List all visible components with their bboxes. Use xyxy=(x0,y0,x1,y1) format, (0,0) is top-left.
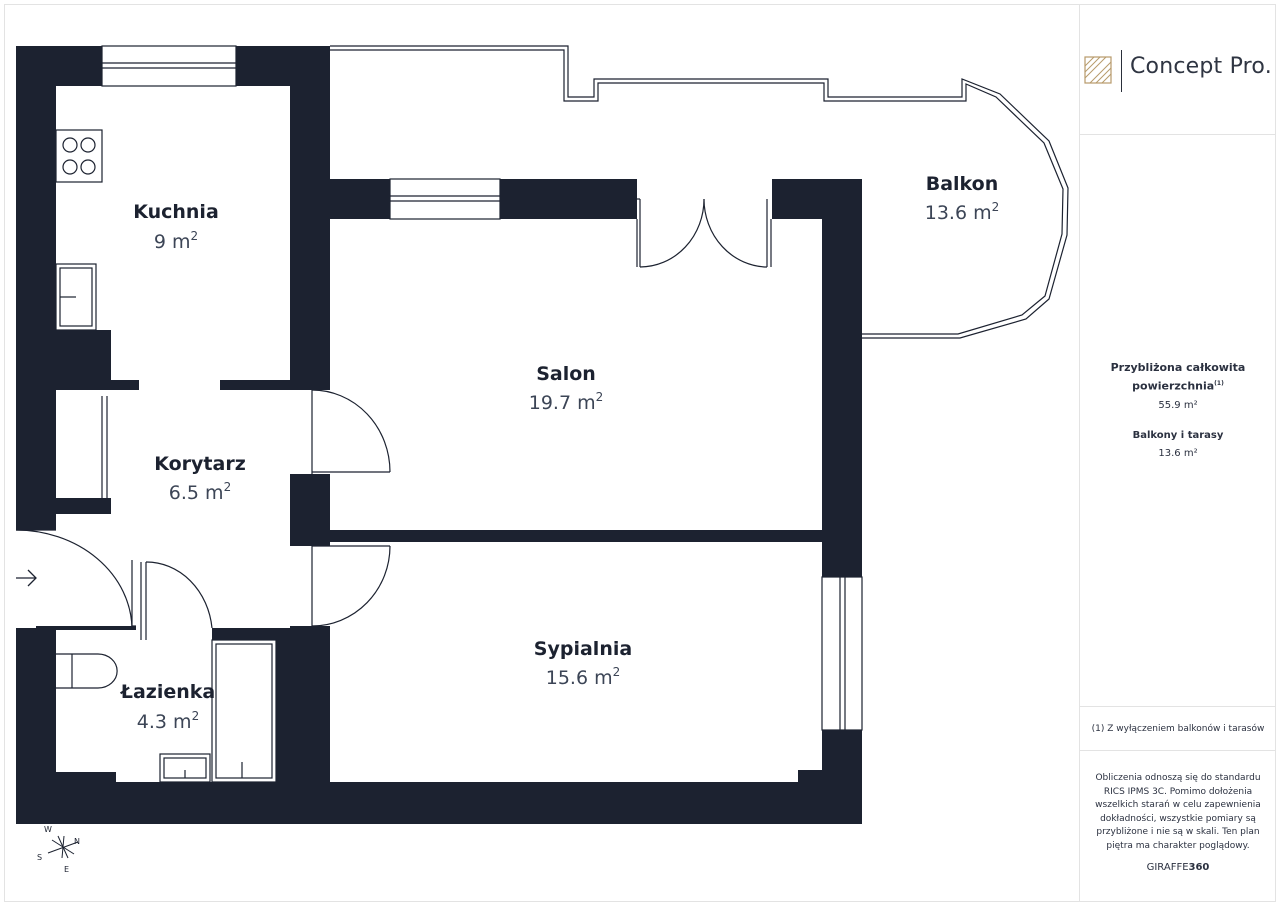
compass-rose-icon xyxy=(47,835,79,859)
balcony-area-value: 13.6 m² xyxy=(1158,448,1198,459)
room-label-balkon: Balkon 13.6 m2 xyxy=(925,173,1000,224)
disclaimer-line: dokładności, wszystkie pomiary są xyxy=(1100,813,1256,824)
logo-divider xyxy=(1121,50,1122,92)
compass-s: S xyxy=(37,853,42,862)
disclaimer-line: przybliżone i nie są w skali. Ten plan xyxy=(1096,827,1260,837)
balcony-area-label: Balkony i tarasy xyxy=(1132,430,1224,441)
total-area-value: 55.9 m² xyxy=(1158,400,1198,411)
footer-brand-bold: 360 xyxy=(1188,862,1210,873)
windows xyxy=(101,45,863,731)
page-frame xyxy=(4,4,1276,902)
footnote: (1) Z wyłączeniem balkonów i tarasów xyxy=(1091,724,1265,734)
balcony-outline xyxy=(330,45,1069,339)
room-label-kuchnia: Kuchnia 9 m2 xyxy=(133,201,219,253)
room-name: Łazienka xyxy=(120,681,215,703)
fixtures xyxy=(55,129,277,783)
room-area: 4.3 m2 xyxy=(137,709,199,733)
total-area-label: Przybliżona całkowita powierzchnia(1) xyxy=(1088,360,1268,395)
disclaimer-line: RICS IPMS 3C. Pomimo dołożenia xyxy=(1103,786,1253,797)
brand-logo: Concept Pro. xyxy=(1080,4,1276,134)
compass-e: E xyxy=(64,865,69,874)
total-area-label-line2: powierzchnia xyxy=(1132,379,1215,393)
info-panel: Concept Pro. Przybliżona całkowita powie… xyxy=(1079,4,1276,902)
room-label-sypialnia: Sypialnia 15.6 m2 xyxy=(534,638,632,689)
doors xyxy=(15,198,772,640)
room-labels: Kuchnia 9 m2 Salon 19.7 m2 Balkon 13.6 m… xyxy=(120,173,999,733)
disclaimer: Obliczenia odnoszą się do standardu RICS… xyxy=(1088,772,1268,853)
toilet-icon xyxy=(56,653,118,689)
room-area: 6.5 m2 xyxy=(169,480,231,504)
logo-mark-icon xyxy=(1084,56,1112,84)
room-area: 19.7 m2 xyxy=(529,390,604,414)
divider xyxy=(1080,134,1276,135)
divider xyxy=(1080,750,1276,751)
disclaimer-line: Obliczenia odnoszą się do standardu xyxy=(1095,773,1261,783)
compass-w: W xyxy=(44,825,52,834)
bathtub-icon xyxy=(211,639,277,783)
compass-n: N xyxy=(74,837,80,846)
room-label-salon: Salon 19.7 m2 xyxy=(529,363,604,414)
footer-brand: GIRAFFE360 xyxy=(1088,862,1268,873)
room-name: Kuchnia xyxy=(133,201,219,223)
room-name: Salon xyxy=(536,363,596,385)
room-name: Balkon xyxy=(926,173,999,195)
walls xyxy=(16,46,862,824)
room-name: Korytarz xyxy=(154,453,246,475)
footnote-ref: (1) xyxy=(1214,380,1224,387)
logo-text: Concept Pro. xyxy=(1130,54,1272,79)
disclaimer-line: piętra ma charakter poglądowy. xyxy=(1106,840,1250,851)
disclaimer-line: wszelkich starań w celu zapewnienia xyxy=(1095,800,1261,810)
room-name: Sypialnia xyxy=(534,638,632,660)
room-area: 15.6 m2 xyxy=(546,665,621,689)
bathroom-sink-icon xyxy=(159,753,211,783)
total-area-label-line1: Przybliżona całkowita xyxy=(1110,361,1246,374)
room-area: 13.6 m2 xyxy=(925,200,1000,224)
divider xyxy=(1080,706,1276,707)
kitchen-sink-icon xyxy=(55,263,97,331)
room-area: 9 m2 xyxy=(154,229,198,253)
compass: W N S E xyxy=(37,825,80,874)
entry-arrow-icon xyxy=(16,569,37,587)
floor-plan: Kuchnia 9 m2 Salon 19.7 m2 Balkon 13.6 m… xyxy=(15,45,1069,874)
room-label-lazienka: Łazienka 4.3 m2 xyxy=(120,681,215,733)
room-label-korytarz: Korytarz 6.5 m2 xyxy=(154,453,246,504)
cooktop-icon xyxy=(55,129,103,183)
footer-brand-prefix: GIRAFFE xyxy=(1146,862,1189,873)
